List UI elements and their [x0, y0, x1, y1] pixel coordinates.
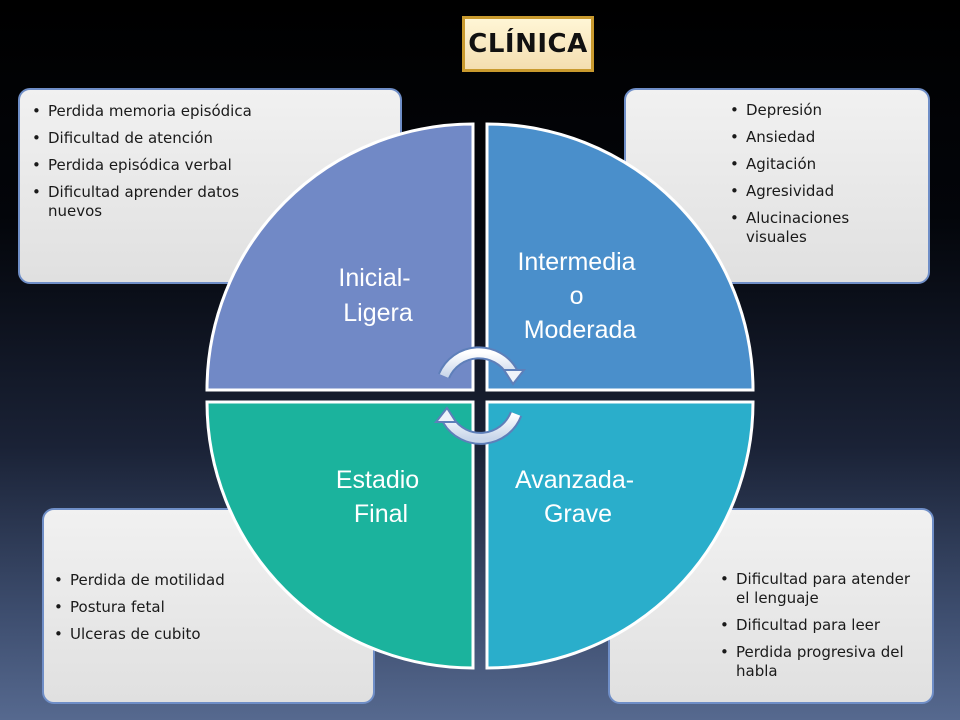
symptom-list-inicial: Perdida memoria episódica Dificultad de … [30, 102, 280, 229]
quadrant-inicial [205, 122, 475, 392]
list-item: Agitación [728, 155, 898, 174]
symptom-list-final: Perdida de motilidad Postura fetal Ulcer… [52, 571, 252, 652]
quadrant-label-intermedia: Intermedia o Moderada [517, 248, 642, 344]
list-item: Alucinaciones visuales [728, 209, 898, 247]
list-item: Dificultad de atención [30, 129, 280, 148]
list-item: Perdida episódica verbal [30, 156, 280, 175]
quadrant-label-avanzada: Avanzada- Grave [515, 466, 641, 528]
list-item: Perdida memoria episódica [30, 102, 280, 121]
list-item: Dificultad para atender el lenguaje [718, 570, 918, 608]
slide-title: CLÍNICA [462, 16, 594, 72]
list-item: Depresión [728, 101, 898, 120]
info-box-top-right: Depresión Ansiedad Agitación Agresividad… [624, 88, 930, 284]
list-item: Perdida progresiva del habla [718, 643, 918, 681]
quadrant-label-inicial: Inicial- Ligera [338, 264, 417, 327]
list-item: Postura fetal [52, 598, 252, 617]
list-item: Dificultad para leer [718, 616, 918, 635]
list-item: Perdida de motilidad [52, 571, 252, 590]
symptom-list-avanzada: Dificultad para atender el lenguaje Difi… [718, 570, 918, 689]
quadrant-final [205, 400, 475, 670]
symptom-list-intermedia: Depresión Ansiedad Agitación Agresividad… [728, 101, 898, 255]
list-item: Ansiedad [728, 128, 898, 147]
quadrant-intermedia [485, 122, 755, 392]
list-item: Agresividad [728, 182, 898, 201]
circular-arrows-icon [433, 346, 527, 445]
list-item: Ulceras de cubito [52, 625, 252, 644]
list-item: Dificultad aprender datos nuevos [30, 183, 280, 221]
quadrant-label-final: Estadio Final [336, 466, 426, 528]
quadrant-avanzada [485, 400, 755, 670]
